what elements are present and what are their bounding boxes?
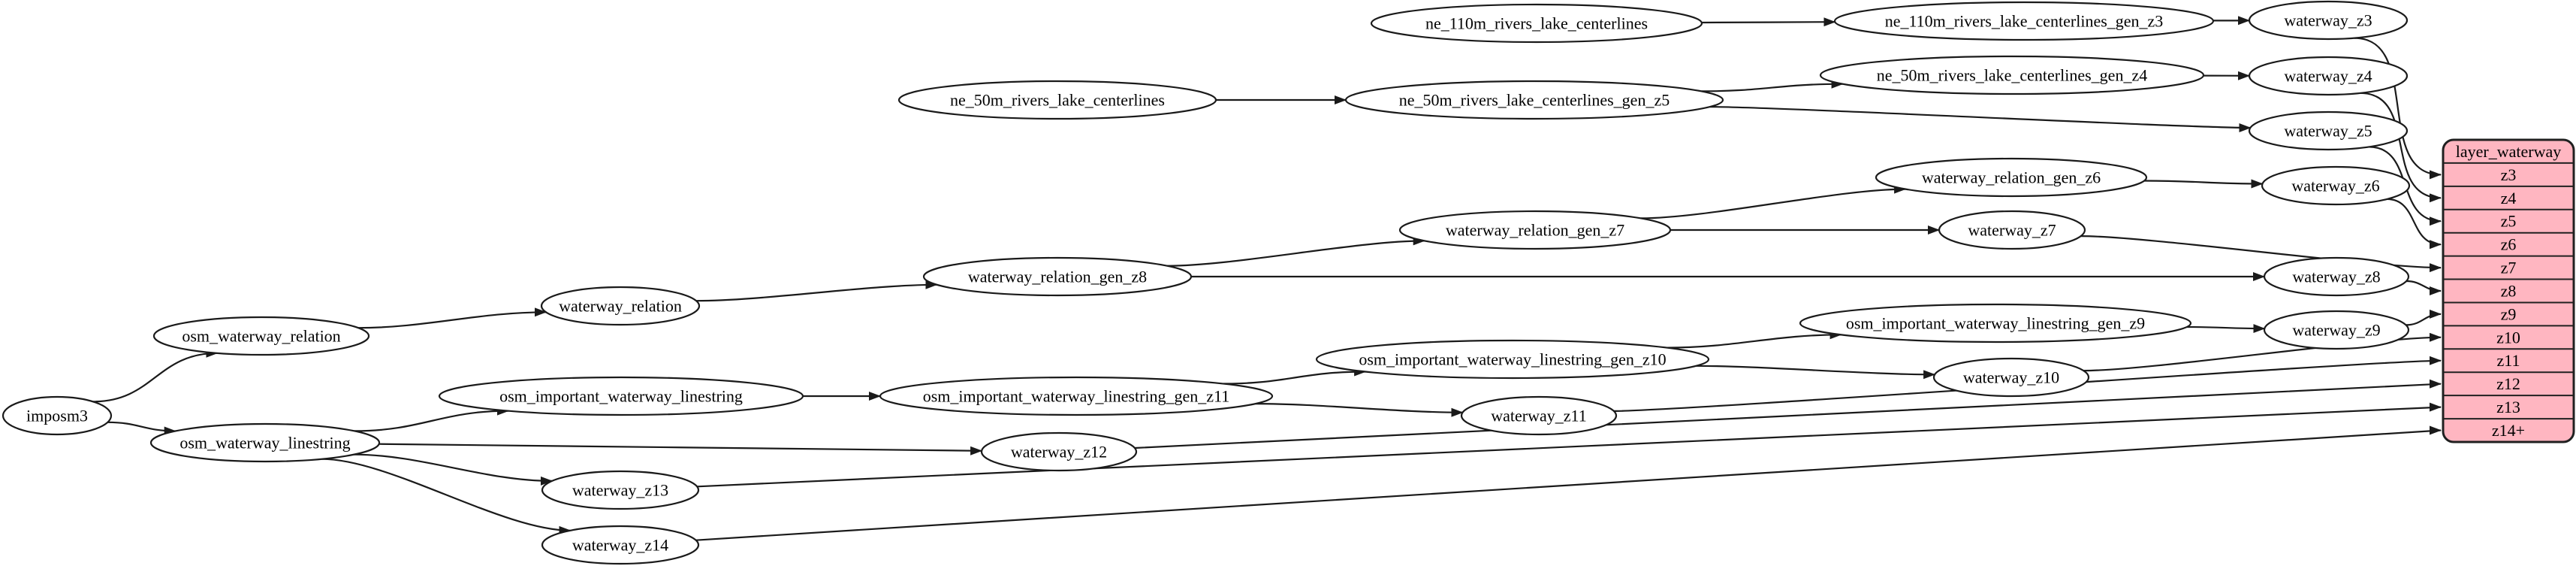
table-row-z8: z8: [2501, 281, 2517, 300]
node-waterway_z7: waterway_z7: [1939, 211, 2085, 249]
node-osm_important_waterway_linestring_gen_z9: osm_important_waterway_linestring_gen_z9: [1800, 304, 2191, 342]
node-label: imposm3: [26, 406, 88, 425]
node-label: waterway_z4: [2284, 66, 2372, 85]
node-ne_50m_rivers_lake_centerlines_gen_z4: ne_50m_rivers_lake_centerlines_gen_z4: [1820, 56, 2203, 94]
table-row-z10: z10: [2496, 328, 2520, 347]
node-label: osm_important_waterway_linestring_gen_z9: [1846, 313, 2145, 332]
edge-osm_important_waterway_linestring_gen_z11-osm_important_waterway_linestring_gen_z10: [1223, 372, 1365, 384]
nodes-layer: imposm3 osm_waterway_relation osm_waterway…: [3, 2, 2409, 564]
node-label: waterway_z11: [1491, 406, 1586, 425]
table-row-z7: z7: [2501, 259, 2517, 277]
node-waterway_relation_gen_z7: waterway_relation_gen_z7: [1400, 211, 1670, 249]
node-waterway_z10: waterway_z10: [1934, 359, 2089, 396]
node-waterway_z4: waterway_z4: [2249, 57, 2407, 95]
node-label: osm_important_waterway_linestring_gen_z1…: [923, 386, 1230, 405]
node-label: waterway_relation_gen_z7: [1446, 220, 1624, 239]
edge-osm_important_waterway_linestring_gen_z10-waterway_z10: [1696, 366, 1935, 375]
node-label: waterway_z13: [572, 480, 668, 499]
node-label: waterway_z7: [1968, 220, 2056, 239]
edge-waterway_z3-layer_waterway-z3: [2354, 38, 2441, 175]
node-osm_important_waterway_linestring_gen_z10: osm_important_waterway_linestring_gen_z1…: [1317, 340, 1709, 378]
table-row-z5: z5: [2501, 212, 2517, 231]
edge-ne_50m_rivers_lake_centerlines_gen_z5-waterway_z5: [1710, 107, 2251, 128]
node-label: ne_110m_rivers_lake_centerlines_gen_z3: [1885, 11, 2164, 30]
node-waterway_relation: waterway_relation: [541, 287, 699, 325]
table-row-z4: z4: [2501, 189, 2517, 207]
edge-osm_important_waterway_linestring_gen_z11-waterway_z11: [1256, 404, 1463, 413]
table-row-z9: z9: [2501, 304, 2517, 323]
node-label: waterway_z6: [2291, 176, 2379, 195]
edge-ne_110m_rivers_lake_centerlines-ne_110m_rivers_lake_centerlines_gen_z3: [1702, 22, 1835, 23]
node-waterway_z13: waterway_z13: [542, 471, 698, 509]
node-waterway_z8: waterway_z8: [2264, 258, 2409, 295]
node-label: waterway_z9: [2292, 320, 2380, 339]
node-waterway_z12: waterway_z12: [982, 433, 1136, 471]
edge-osm_waterway_linestring-waterway_z14: [322, 459, 571, 531]
edge-imposm3-osm_waterway_linestring: [107, 422, 175, 431]
table-layer_waterway: layer_waterway z3 z4 z5 z6 z7 z8 z9 z10 z11 z12 z13…: [2443, 140, 2574, 442]
node-waterway_z9: waterway_z9: [2264, 311, 2409, 349]
node-label: osm_important_waterway_linestring_gen_z1…: [1359, 350, 1666, 368]
edge-osm_waterway_relation-waterway_relation: [358, 312, 546, 328]
edge-osm_waterway_linestring-waterway_z12: [379, 444, 982, 451]
edge-waterway_relation_gen_z6-waterway_z6: [2144, 181, 2263, 184]
node-label: waterway_z5: [2284, 121, 2372, 140]
node-osm_important_waterway_linestring_gen_z11: osm_important_waterway_linestring_gen_z1…: [880, 377, 1272, 415]
node-label: ne_50m_rivers_lake_centerlines: [950, 90, 1165, 109]
edge-ne_50m_rivers_lake_centerlines_gen_z5-ne_50m_rivers_lake_centerlines_gen_z4: [1702, 84, 1843, 92]
edge-osm_important_waterway_linestring_gen_z10-osm_important_waterway_linestring_gen_z9: [1667, 334, 1842, 347]
node-label: waterway_z10: [1963, 368, 2059, 386]
node-ne_110m_rivers_lake_centerlines: ne_110m_rivers_lake_centerlines: [1371, 5, 1702, 42]
node-waterway_z14: waterway_z14: [542, 526, 698, 564]
edge-imposm3-osm_waterway_relation: [93, 353, 218, 402]
node-label: osm_waterway_linestring: [179, 433, 350, 452]
edge-waterway_z8-layer_waterway-z8: [2406, 281, 2441, 291]
table-row-z11: z11: [2497, 351, 2520, 370]
node-label: ne_50m_rivers_lake_centerlines_gen_z5: [1399, 90, 1670, 109]
node-label: waterway_relation_gen_z6: [1922, 168, 2101, 186]
node-label: waterway_z12: [1011, 442, 1107, 461]
node-osm_waterway_relation: osm_waterway_relation: [154, 317, 369, 355]
node-label: osm_waterway_relation: [182, 326, 340, 345]
node-waterway_z5: waterway_z5: [2249, 112, 2407, 150]
edge-osm_waterway_linestring-waterway_z13: [354, 455, 552, 481]
node-osm_waterway_linestring: osm_waterway_linestring: [151, 424, 379, 462]
edge-waterway_relation_gen_z8-waterway_relation_gen_z7: [1167, 241, 1425, 265]
node-ne_110m_rivers_lake_centerlines_gen_z3: ne_110m_rivers_lake_centerlines_gen_z3: [1835, 2, 2213, 40]
node-label: waterway_z14: [572, 535, 668, 554]
node-waterway_z6: waterway_z6: [2262, 167, 2409, 204]
edge-osm_important_waterway_linestring_gen_z9-waterway_z9: [2187, 327, 2265, 328]
table-row-z6: z6: [2501, 235, 2517, 254]
edges-layer: [93, 20, 2441, 540]
table-title: layer_waterway: [2456, 142, 2561, 161]
node-waterway_z3: waterway_z3: [2249, 2, 2407, 39]
edge-waterway_relation-waterway_relation_gen_z8: [696, 285, 937, 301]
table-row-z13: z13: [2496, 398, 2520, 416]
node-label: waterway_z8: [2292, 267, 2380, 286]
node-label: waterway_z3: [2284, 11, 2372, 29]
node-label: osm_important_waterway_linestring: [499, 386, 743, 405]
edge-osm_waterway_linestring-osm_important_waterway_linestring: [354, 411, 508, 431]
table-row-z14+: z14+: [2492, 421, 2525, 440]
edge-waterway_z9-layer_waterway-z9: [2406, 314, 2441, 325]
node-label: waterway_relation: [559, 296, 682, 315]
node-label: waterway_relation_gen_z8: [968, 267, 1147, 286]
node-label: ne_50m_rivers_lake_centerlines_gen_z4: [1877, 65, 2147, 84]
node-waterway_z11: waterway_z11: [1461, 397, 1616, 434]
node-waterway_relation_gen_z6: waterway_relation_gen_z6: [1876, 159, 2146, 196]
node-osm_important_waterway_linestring: osm_important_waterway_linestring: [439, 377, 803, 415]
node-label: ne_110m_rivers_lake_centerlines: [1425, 14, 1648, 32]
node-ne_50m_rivers_lake_centerlines_gen_z5: ne_50m_rivers_lake_centerlines_gen_z5: [1346, 81, 1723, 119]
node-ne_50m_rivers_lake_centerlines: ne_50m_rivers_lake_centerlines: [899, 81, 1216, 119]
table-row-z12: z12: [2496, 374, 2520, 393]
node-imposm3: imposm3: [3, 397, 111, 434]
edge-waterway_relation_gen_z7-waterway_relation_gen_z6: [1641, 189, 1905, 219]
table-row-z3: z3: [2501, 165, 2517, 184]
node-waterway_relation_gen_z8: waterway_relation_gen_z8: [924, 258, 1191, 295]
